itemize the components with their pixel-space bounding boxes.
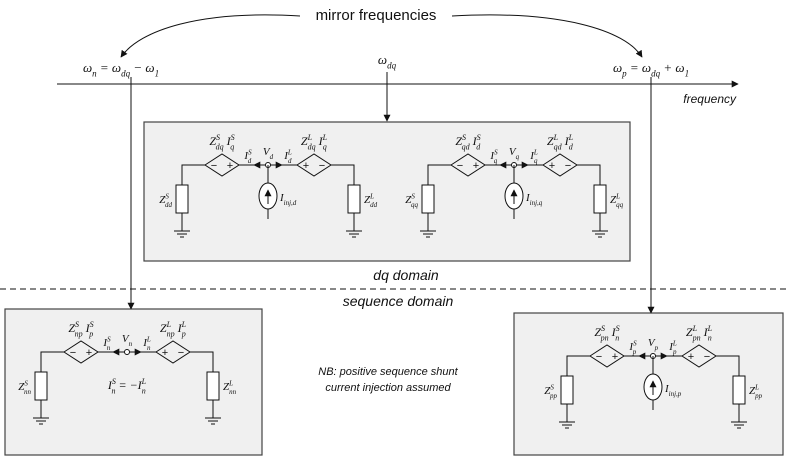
note-line2: current injection assumed — [325, 382, 451, 394]
dq-domain-label: dq domain — [373, 267, 439, 283]
source-left-diamond — [589, 344, 625, 368]
current-left-label: ISd​ — [243, 148, 252, 165]
note-line1: NB: positive sequence shunt — [318, 366, 458, 378]
svg-text:+: + — [86, 347, 92, 359]
svg-text:−: − — [70, 347, 76, 359]
svg-text:−: − — [596, 351, 602, 363]
svg-text:+: + — [473, 160, 479, 172]
svg-text:+: + — [162, 347, 168, 359]
current-right-label: ILq​ — [529, 148, 538, 165]
current-right-label: ILd​ — [283, 148, 292, 165]
impedance-left — [175, 184, 189, 214]
mirror-arc-left — [120, 14, 301, 58]
impedance-left — [421, 184, 435, 214]
impedance-right — [347, 184, 361, 214]
current-right-label: ILp​ — [668, 339, 677, 356]
source-left-diamond — [204, 153, 240, 177]
omega-p-label: ωp​ = ωdq​ + ω1​ — [613, 60, 689, 79]
voltage-node — [124, 349, 130, 355]
math-labels: ωn​ = ωdq​ − ω1​ ωdq​ ωp​ = ωdq​ + ω1​ — [83, 52, 689, 79]
impedance-right — [593, 184, 607, 214]
dq-domain-box — [143, 121, 631, 262]
current-left-label: ISp​ — [628, 339, 637, 356]
svg-text:−: − — [178, 347, 184, 359]
omega-n-label: ωn​ = ωdq​ − ω1​ — [83, 60, 159, 79]
injection-label: Iinj,p​ — [664, 383, 682, 398]
source-left-diamond — [63, 340, 99, 364]
current-left-label: ISq​ — [489, 148, 498, 165]
voltage-label: Vp​ — [648, 337, 659, 352]
current-relation-label: ISn​ = −ILn​ — [107, 377, 147, 395]
impedance-left — [34, 371, 48, 401]
source-right-diamond — [681, 344, 717, 368]
impedance-left — [560, 375, 574, 405]
svg-text:+: + — [688, 351, 694, 363]
injection-label: Iinj,d​ — [279, 192, 297, 207]
svg-text:−: − — [457, 160, 463, 172]
voltage-label: Vd​ — [263, 146, 274, 161]
voltage-label: Vq​ — [509, 146, 520, 161]
injection-label: Iinj,q​ — [525, 192, 543, 207]
svg-text:+: + — [227, 160, 233, 172]
svg-text:−: − — [704, 351, 710, 363]
svg-text:−: − — [319, 160, 325, 172]
svg-text:+: + — [612, 351, 618, 363]
svg-text:+: + — [303, 160, 309, 172]
source-right-diamond — [155, 340, 191, 364]
impedance-right — [206, 371, 220, 401]
svg-text:−: − — [565, 160, 571, 172]
voltage-label: Vn​ — [122, 333, 133, 348]
sequence-domain-label: sequence domain — [343, 293, 454, 309]
current-right-label: ILn​ — [142, 335, 151, 352]
mirror-arc-right — [451, 14, 643, 58]
impedance-right — [732, 375, 746, 405]
source-right-diamond — [296, 153, 332, 177]
svg-text:−: − — [211, 160, 217, 172]
source-right-diamond — [542, 153, 578, 177]
svg-text:+: + — [549, 160, 555, 172]
mirror-frequencies-label: mirror frequencies — [316, 7, 437, 24]
omega-dq-label: ωdq​ — [378, 52, 397, 71]
frequency-label: frequency — [683, 92, 737, 106]
current-left-label: ISn​ — [102, 335, 111, 352]
source-left-diamond — [450, 153, 486, 177]
